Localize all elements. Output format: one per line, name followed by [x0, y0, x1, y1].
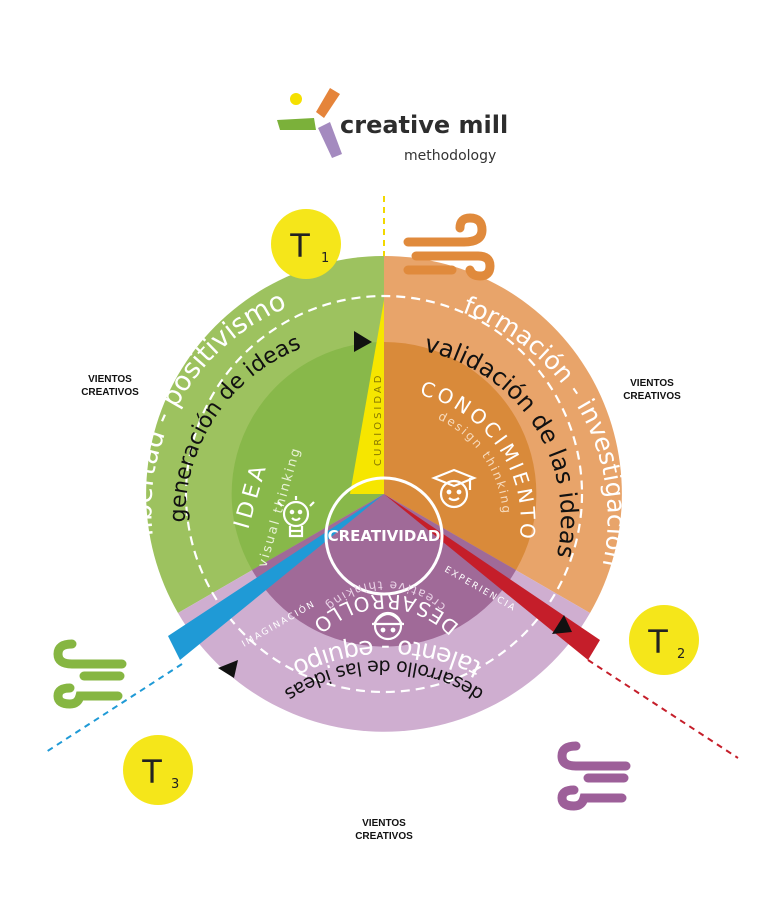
logo-green-blade: [277, 118, 316, 130]
logo-purple-blade: [318, 122, 342, 158]
arrowhead-icon: [552, 615, 572, 634]
brand-logo: creative mill methodology: [277, 88, 508, 164]
wedge-experiencia: [384, 494, 600, 660]
wind-icon: [557, 741, 631, 811]
svg-text:T: T: [289, 227, 310, 265]
svg-text:CREATIVOS: CREATIVOS: [355, 831, 413, 842]
wind-icon: [403, 213, 495, 281]
svg-text:CREATIVOS: CREATIVOS: [81, 387, 139, 398]
svg-text:1: 1: [321, 251, 329, 266]
divider-red: [587, 659, 739, 759]
center-circle: [324, 476, 444, 596]
arrowhead-icon: [218, 660, 238, 678]
time-badge-1: T 1: [271, 209, 341, 279]
winds-label-bottom: VIENTOS CREATIVOS: [355, 818, 413, 842]
inner-purple: [252, 494, 516, 647]
arrowhead-icon: [354, 331, 372, 352]
inner-orange: [384, 341, 537, 570]
wind-icon: [53, 639, 127, 709]
svg-text:VIENTOS: VIENTOS: [88, 374, 132, 385]
inner-green: [231, 341, 384, 570]
brand-subtitle: methodology: [404, 148, 496, 164]
svg-text:T: T: [647, 623, 668, 661]
worker-icon: [372, 611, 404, 641]
center-label: CREATIVIDAD: [328, 527, 441, 545]
svg-text:VIENTOS: VIENTOS: [630, 378, 674, 389]
inner-sectors: [231, 341, 537, 647]
wedge-curiosidad: [350, 300, 384, 494]
time-badge-3: T 3: [123, 735, 193, 805]
lightbulb-icon: [277, 496, 315, 538]
time-badge-2: T 2: [629, 605, 699, 675]
winds-label-left: VIENTOS CREATIVOS: [81, 374, 139, 398]
logo-dot: [290, 93, 302, 105]
brand-name: creative mill: [340, 111, 508, 139]
svg-text:3: 3: [171, 777, 179, 792]
svg-text:T: T: [141, 753, 162, 791]
graduate-icon: [431, 468, 477, 509]
logo-orange-blade: [316, 88, 340, 118]
svg-text:VIENTOS: VIENTOS: [362, 818, 406, 829]
wedge-imaginacion: [168, 494, 384, 660]
wedge-label-curiosidad: CURIOSIDAD: [373, 373, 384, 466]
winds-label-right: VIENTOS CREATIVOS: [623, 378, 681, 402]
dashed-orbit: [184, 294, 584, 694]
divider-blue: [45, 663, 183, 753]
svg-text:2: 2: [677, 647, 685, 662]
svg-text:CREATIVOS: CREATIVOS: [623, 391, 681, 402]
